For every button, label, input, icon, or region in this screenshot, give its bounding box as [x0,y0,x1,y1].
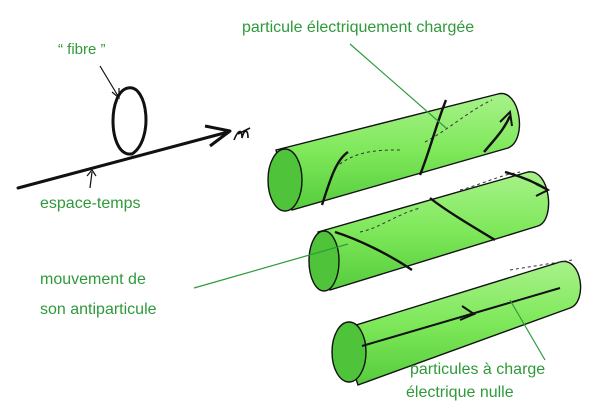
tube-charged-body [275,93,521,211]
espace-pointer-head [86,168,97,177]
helix-anti-back [359,171,521,233]
neutral-arrow [459,305,477,321]
tube-charged-end [267,148,303,212]
tube-neutral-body [339,260,582,386]
spacetime-arrowhead [204,124,232,148]
helix-charged [320,99,512,206]
pointer-antiparticle [193,243,349,289]
espace-temps-label: espace-temps [40,195,141,212]
neutral-back [509,259,573,271]
fibre-pointer-head [111,88,120,100]
antiparticle-label-line1: mouvement de [40,271,146,288]
tube-antiparticle [308,170,551,292]
spacetime-line [16,130,230,190]
fibre-label: “ fibre ” [58,41,106,58]
fibre-pointer [99,65,119,97]
time-glyph [233,127,251,141]
tube-charged [267,93,521,212]
tube-antiparticle-body [317,171,550,291]
fibre-loop [111,86,148,156]
charged-particle-label: particule électriquement chargée [242,19,475,36]
antiparticle-label-line2: son antiparticule [40,301,157,318]
tube-neutral [331,259,582,386]
neutral-label-line2: électrique nulle [406,384,514,401]
helix-anti-arrow [535,183,551,197]
spacetime-sketch [16,65,251,190]
neutral-label-line1: particules à charge [410,361,546,378]
espace-pointer [89,171,93,189]
pointer-lines [193,43,546,361]
neutral-path [361,287,561,347]
helix-charged-back [334,99,493,169]
tube-antiparticle-end [308,230,340,292]
pointer-charged [349,43,447,129]
helix-charged-arrow [499,109,513,127]
pointer-neutral [509,299,546,361]
tube-neutral-end [331,321,367,383]
